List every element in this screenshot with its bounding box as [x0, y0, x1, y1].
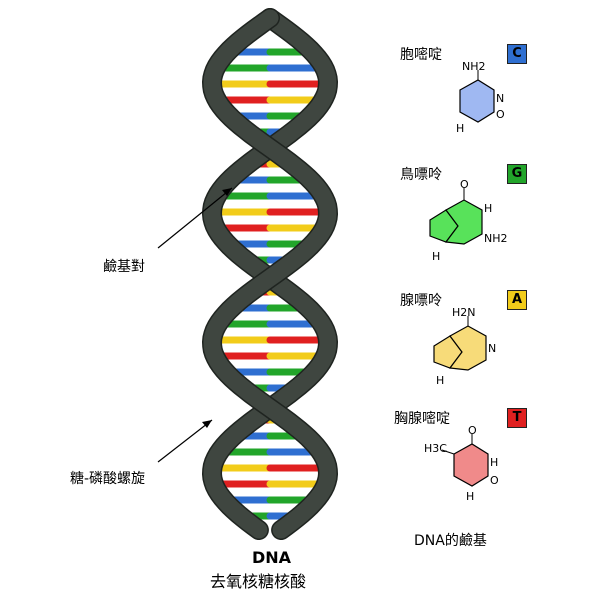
base-pair-arrowhead: [222, 188, 232, 196]
svg-text:O: O: [496, 108, 505, 121]
guanine-substituent: NH2: [484, 232, 508, 245]
svg-text:H: H: [436, 374, 444, 387]
adenine-substituent: H2N: [452, 306, 476, 319]
thymine-badge: T: [507, 408, 527, 428]
dna-title: DNA: [252, 548, 292, 567]
svg-text:H: H: [456, 122, 464, 135]
guanine-badge: G: [507, 164, 527, 184]
cytosine-name: 胞嘧啶: [400, 47, 442, 63]
backbone-arrow: [157, 419, 213, 463]
adenine-badge: A: [507, 290, 527, 310]
svg-text:N: N: [488, 342, 496, 355]
svg-text:H: H: [432, 250, 440, 263]
backbone-arrowhead: [202, 420, 212, 428]
svg-text:O: O: [460, 180, 469, 191]
adenine-molecule: H2N N H: [433, 306, 496, 387]
backbone-label: 糖-磷酸螺旋: [70, 471, 146, 487]
svg-text:O: O: [490, 474, 499, 487]
guanine-name: 鳥嘌呤: [400, 167, 442, 183]
dna-subtitle: 去氧核糖核酸: [210, 572, 307, 591]
cytosine-badge: C: [507, 44, 527, 64]
svg-text:O: O: [468, 426, 477, 437]
svg-text:N: N: [496, 92, 504, 105]
base-pair-label: 鹼基對: [103, 259, 145, 275]
thymine-substituent: H3C: [424, 442, 447, 455]
adenine-name: 腺嘌呤: [400, 293, 442, 309]
cytosine-substituent: NH2: [462, 62, 486, 73]
svg-text:H: H: [466, 490, 474, 503]
legend-caption: DNA的鹼基: [414, 533, 487, 549]
thymine-name: 胸腺嘧啶: [394, 411, 450, 427]
thymine-molecule: H3C O H O H: [424, 426, 499, 503]
base-pair-arrow: [157, 187, 233, 249]
backbone-strand: [203, 9, 337, 539]
cytosine-molecule: NH2 N O H: [456, 62, 505, 135]
svg-text:H: H: [490, 456, 498, 469]
guanine-molecule: O H NH2 H: [429, 180, 508, 263]
svg-text:H: H: [484, 202, 492, 215]
